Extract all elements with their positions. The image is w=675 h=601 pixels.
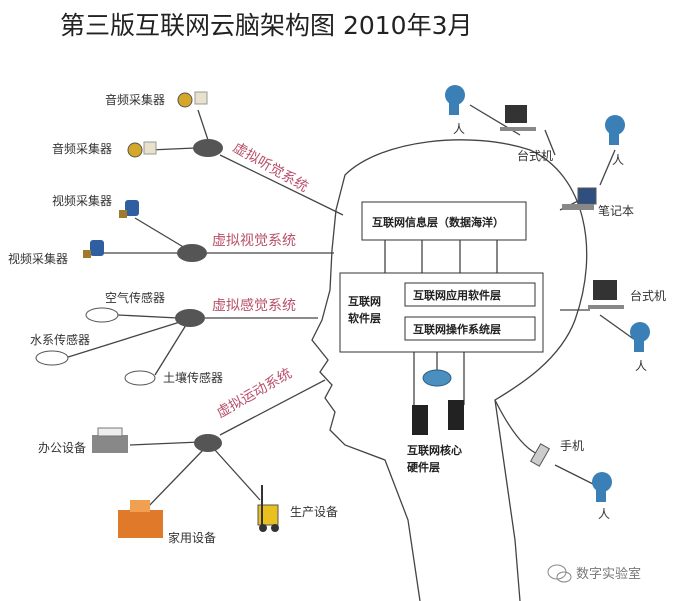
label-desktop-1: 台式机 bbox=[517, 148, 553, 163]
label-video-2: 视频采集器 bbox=[8, 251, 68, 266]
layer-connectors bbox=[384, 240, 498, 410]
air-sensor-icon bbox=[85, 307, 119, 323]
router-icon bbox=[422, 369, 452, 387]
audio-collector-icon bbox=[177, 91, 208, 108]
label-person: 人 bbox=[612, 153, 624, 167]
software-layer-label-2: 软件层 bbox=[348, 311, 381, 325]
printer-icon bbox=[92, 427, 128, 453]
hub-motion bbox=[194, 434, 222, 452]
server-icon bbox=[412, 405, 428, 435]
label-audio-2: 音频采集器 bbox=[52, 141, 112, 156]
info-layer-box bbox=[361, 201, 527, 241]
furniture-icon bbox=[118, 500, 163, 538]
label-office-equipment: 办公设备 bbox=[38, 440, 86, 455]
label-desktop-2: 台式机 bbox=[630, 288, 666, 303]
label-person: 人 bbox=[598, 507, 610, 521]
server-icon bbox=[448, 400, 464, 430]
core-layer-label-1: 互联网核心 bbox=[407, 443, 462, 457]
label-water-sensor: 水系传感器 bbox=[30, 332, 90, 347]
laptop-icon bbox=[562, 187, 597, 210]
audio-collector-icon bbox=[127, 141, 157, 158]
person-icon bbox=[445, 85, 465, 115]
desktop-icon bbox=[588, 280, 624, 309]
label-person: 人 bbox=[453, 122, 465, 136]
software-layer-label-1: 互联网 bbox=[348, 294, 381, 308]
head-outline bbox=[311, 139, 588, 601]
label-person: 人 bbox=[635, 359, 647, 373]
person-icon bbox=[605, 115, 625, 145]
hub-vision bbox=[177, 244, 207, 262]
forklift-icon bbox=[257, 485, 279, 532]
wechat-icon bbox=[547, 564, 572, 583]
label-motion-system: 虚拟运动系统 bbox=[214, 366, 295, 422]
label-phone: 手机 bbox=[560, 439, 584, 453]
label-vision-system: 虚拟视觉系统 bbox=[212, 233, 296, 249]
core-layer-label-2: 硬件层 bbox=[407, 460, 440, 474]
label-sensing-system: 虚拟感觉系统 bbox=[212, 297, 296, 314]
hub-sensing bbox=[175, 309, 205, 327]
label-hearing-system: 虚拟听觉系统 bbox=[230, 140, 311, 196]
desktop-icon bbox=[500, 105, 536, 131]
person-icon bbox=[630, 322, 650, 352]
app-layer-label: 互联网应用软件层 bbox=[413, 288, 501, 302]
label-laptop: 笔记本 bbox=[598, 203, 634, 218]
video-camera-icon bbox=[119, 200, 139, 218]
video-camera-icon bbox=[83, 240, 104, 258]
label-production-equipment: 生产设备 bbox=[290, 505, 338, 519]
water-sensor-icon bbox=[35, 350, 69, 366]
label-soil-sensor: 土壤传感器 bbox=[163, 370, 223, 385]
label-audio-1: 音频采集器 bbox=[105, 92, 165, 107]
diagram-title: 第三版互联网云脑架构图 2010年3月 bbox=[60, 11, 472, 40]
os-layer-label: 互联网操作系统层 bbox=[413, 322, 501, 336]
person-icon bbox=[592, 472, 612, 502]
phone-icon bbox=[529, 443, 551, 467]
os-layer-box bbox=[404, 316, 536, 341]
app-layer-box bbox=[404, 282, 536, 307]
soil-sensor-icon bbox=[124, 370, 156, 386]
info-layer-label: 互联网信息层（数据海洋） bbox=[372, 215, 504, 229]
watermark: 数字实验室 bbox=[576, 566, 641, 582]
label-video-1: 视频采集器 bbox=[52, 193, 112, 208]
label-air-sensor: 空气传感器 bbox=[105, 290, 165, 305]
hub-hearing bbox=[193, 139, 223, 157]
label-home-equipment: 家用设备 bbox=[168, 530, 216, 545]
